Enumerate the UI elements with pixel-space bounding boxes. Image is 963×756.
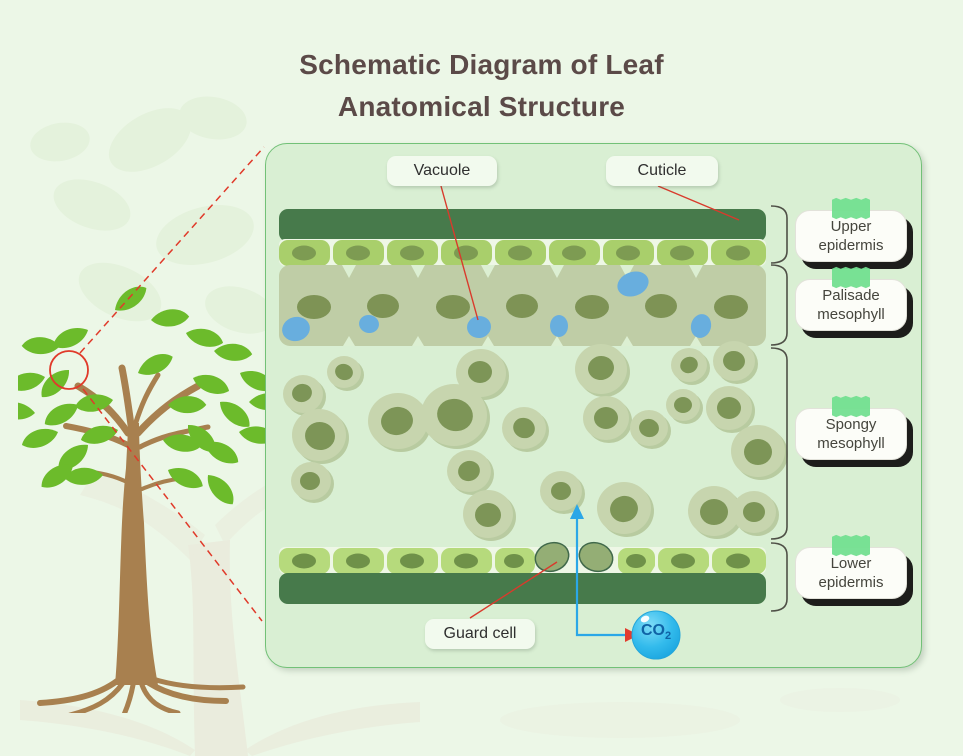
layer-button-palisade-mesophyll[interactable]: Palisade mesophyll: [795, 279, 907, 331]
tape-icon: [832, 197, 870, 220]
bracket-icons: [770, 205, 788, 612]
vacuole-blobs: [282, 271, 712, 342]
guard-cell-label[interactable]: Guard cell: [425, 619, 535, 649]
bracket-icon: [770, 264, 788, 346]
leaf-cross-section: [279, 205, 788, 612]
palisade-mesophyll-layer: [279, 265, 766, 346]
tree-illustration: [18, 283, 273, 713]
bracket-icon: [770, 347, 788, 540]
vacuole-label[interactable]: Vacuole: [387, 156, 497, 186]
palisade-nuclei: [297, 294, 748, 319]
lower-epidermis-layer: [279, 541, 766, 574]
tree-trunk-body: [115, 423, 158, 685]
layer-button-upper-epidermis[interactable]: Upper epidermis: [795, 210, 907, 262]
tape-icon: [832, 534, 870, 557]
spongy-mesophyll-layer: [283, 341, 788, 541]
tape-icon: [832, 395, 870, 418]
spongy-nuclei: [292, 350, 772, 527]
layer-button-label: Spongy mesophyll: [817, 416, 885, 452]
upper-epidermis-layer: [279, 239, 766, 266]
layer-button-label: Palisade mesophyll: [817, 287, 885, 323]
vacuole-label-text: Vacuole: [413, 162, 471, 179]
upper-cuticle-layer: [279, 209, 766, 242]
cuticle-label-text: Cuticle: [637, 162, 687, 179]
page-title-line2: Anatomical Structure: [337, 91, 626, 122]
lower-cuticle-layer: [279, 573, 766, 604]
layer-button-spongy-mesophyll[interactable]: Spongy mesophyll: [795, 408, 907, 460]
layer-button-lower-epidermis[interactable]: Lower epidermis: [795, 547, 907, 599]
bracket-icon: [770, 542, 788, 612]
guard-cell-label-text: Guard cell: [443, 625, 517, 642]
page-title: Schematic Diagram of Leaf Anatomical Str…: [0, 44, 963, 128]
bracket-icon: [770, 205, 788, 264]
layer-button-label: Lower epidermis: [818, 555, 884, 591]
page-title-line1: Schematic Diagram of Leaf: [299, 49, 664, 80]
tape-icon: [832, 266, 870, 289]
layer-button-label: Upper epidermis: [818, 218, 884, 254]
cuticle-label[interactable]: Cuticle: [606, 156, 718, 186]
